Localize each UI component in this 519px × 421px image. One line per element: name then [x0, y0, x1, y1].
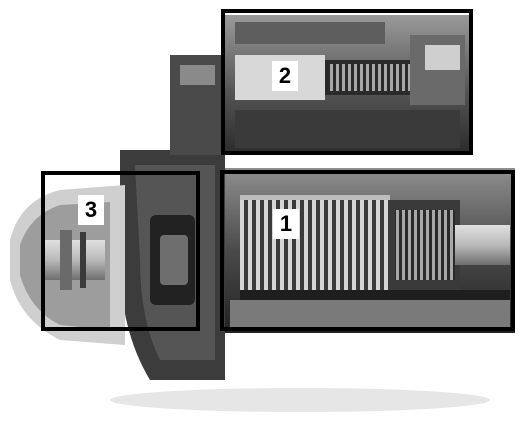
clutch-hub — [160, 235, 188, 285]
solenoid-terminal — [425, 45, 460, 70]
solenoid-base — [235, 110, 460, 148]
armature-windings — [240, 200, 390, 290]
region-label-1: 1 — [273, 209, 299, 239]
housing-lower-band — [240, 290, 510, 302]
region-box-motor — [220, 170, 515, 331]
rear-shaft — [455, 225, 510, 265]
commutator-segments — [395, 210, 455, 280]
drive-collar — [60, 230, 72, 290]
housing-lower-shell — [230, 300, 510, 330]
region-box-solenoid — [221, 9, 473, 155]
ground-shadow — [110, 388, 490, 412]
drive-shaft — [45, 240, 105, 280]
solenoid-bracket — [180, 65, 215, 85]
region-box-drive — [41, 171, 200, 331]
solenoid-spring — [330, 64, 410, 91]
solenoid-cap — [235, 22, 385, 44]
region-label-2: 2 — [272, 61, 298, 91]
region-label-3: 3 — [78, 195, 104, 225]
drive-ring — [80, 232, 86, 288]
